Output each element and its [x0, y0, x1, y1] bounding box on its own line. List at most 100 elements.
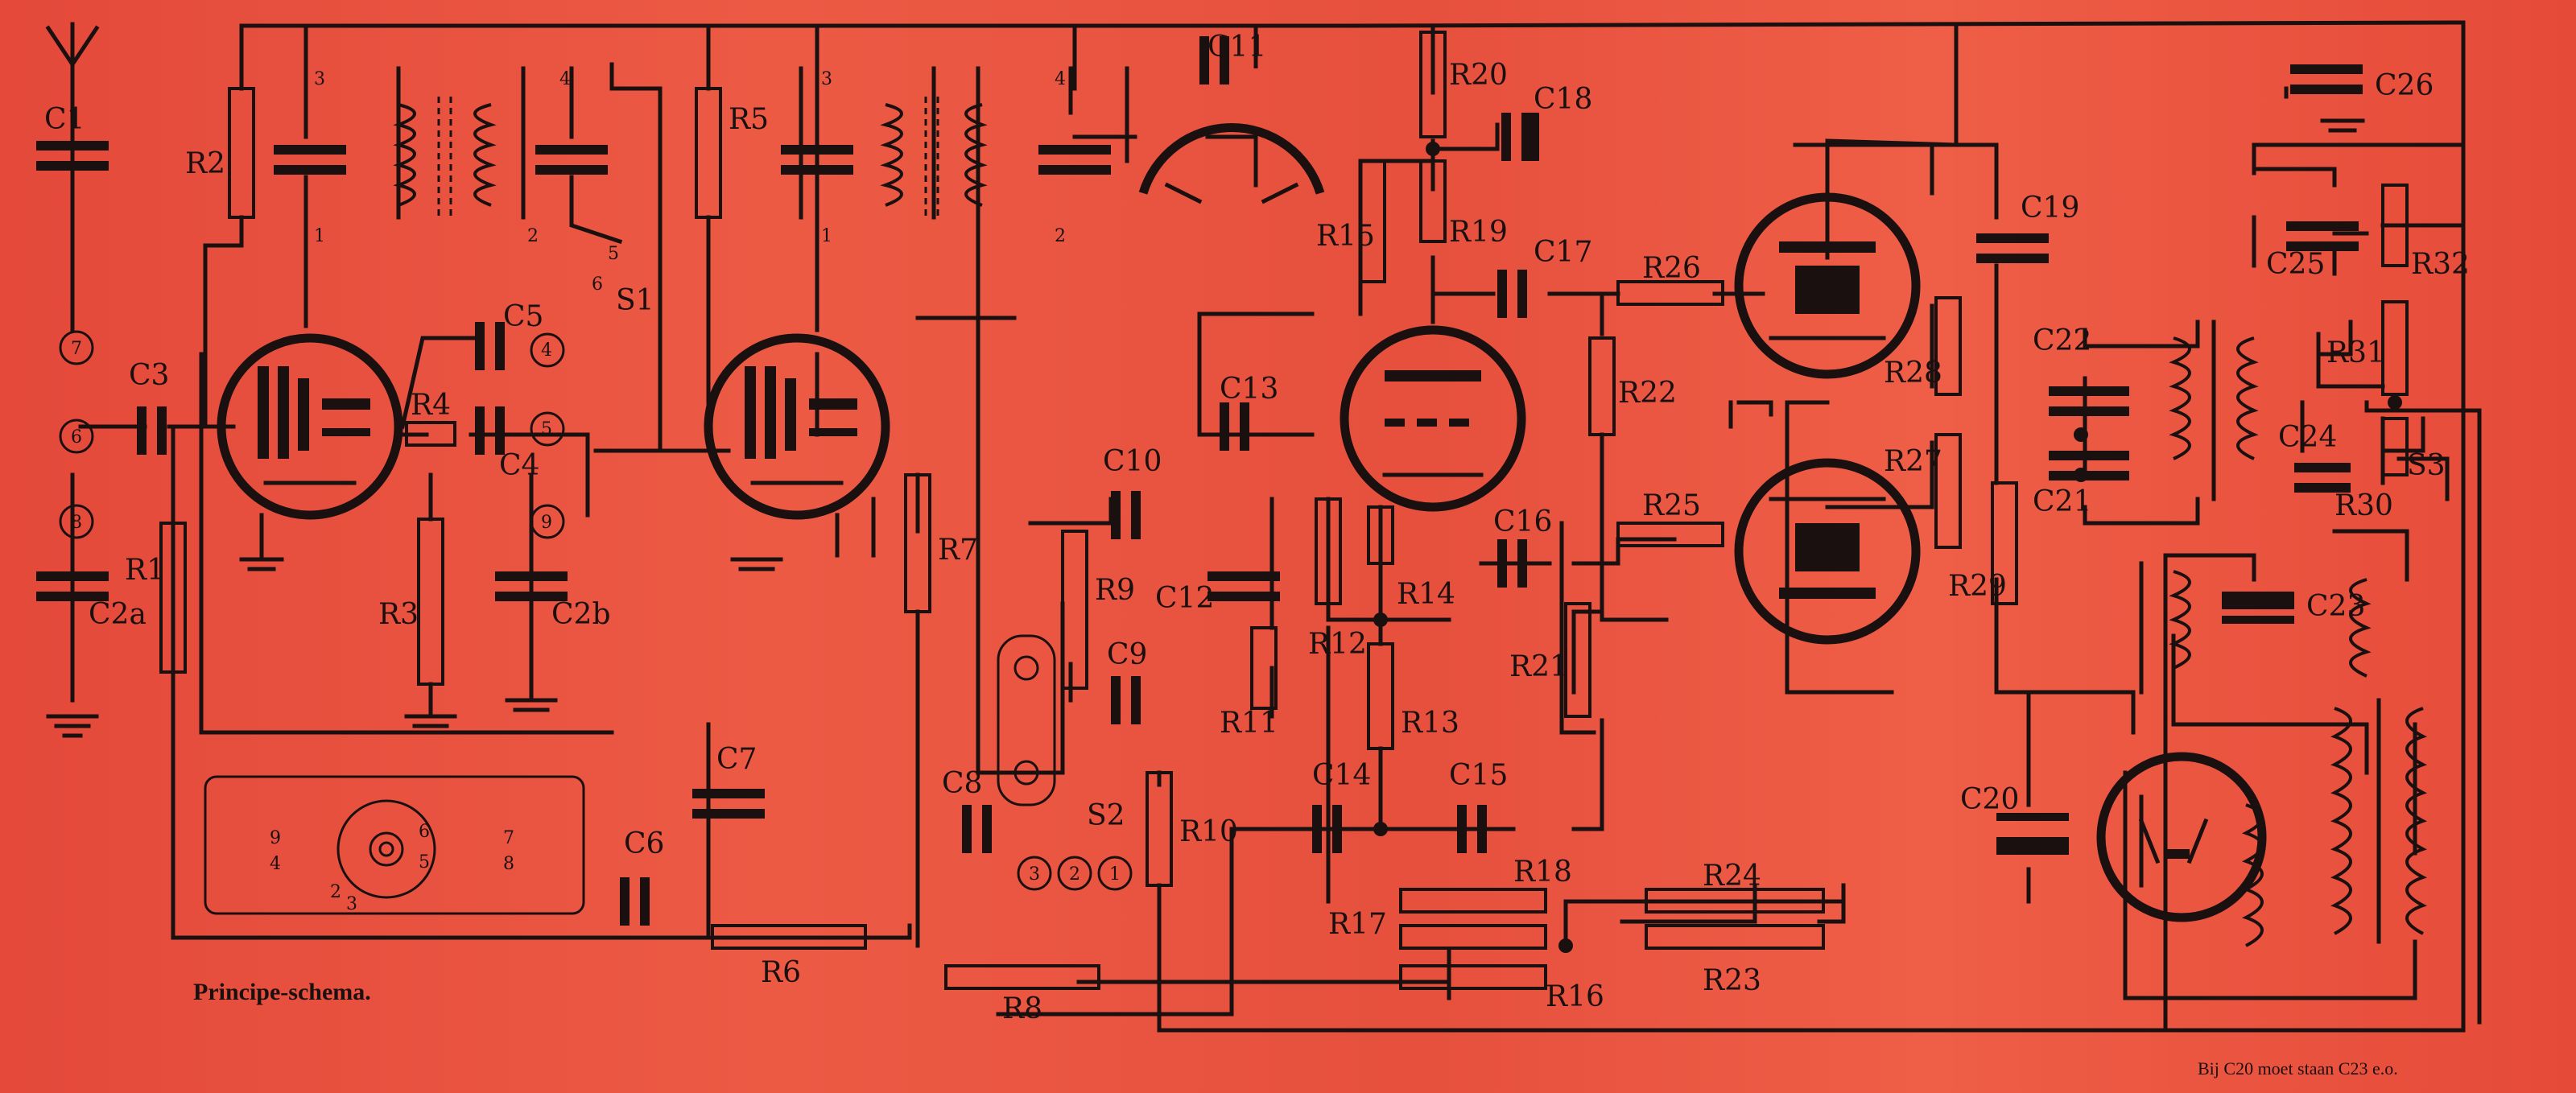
label-c26: C26 — [2375, 69, 2434, 102]
label-r15: R15 — [1316, 220, 1375, 253]
terminal-7: 7 — [71, 339, 82, 359]
tr1-pin-1: 1 — [314, 226, 325, 246]
label-r30: R30 — [2334, 489, 2393, 522]
label-c23: C23 — [2306, 590, 2365, 623]
label-c7: C7 — [716, 743, 757, 776]
wiring — [70, 20, 2482, 1033]
label-c17: C17 — [1534, 236, 1592, 269]
resistor-labels: R1 R2 R3 R4 R5 R6 R7 R8 R9 R10 R11 R12 R… — [125, 59, 2470, 1025]
terminal-4: 4 — [541, 340, 552, 361]
label-r25: R25 — [1642, 489, 1701, 522]
label-c2a: C2a — [89, 598, 147, 631]
socket-pin-2: 2 — [330, 882, 341, 902]
label-r8: R8 — [1002, 992, 1042, 1025]
tube-v2 — [704, 333, 890, 520]
label-c24: C24 — [2278, 421, 2337, 454]
s1-contact-5: 5 — [608, 244, 619, 264]
antenna-icon — [45, 22, 100, 68]
schematic-caption: Principe-schema. — [193, 979, 371, 1005]
tr2-pin-4: 4 — [1055, 69, 1066, 89]
output-transformer — [2169, 320, 2259, 501]
label-r13: R13 — [1401, 707, 1459, 740]
label-c18: C18 — [1534, 83, 1592, 116]
label-c13: C13 — [1220, 373, 1278, 406]
label-c4: C4 — [499, 449, 539, 482]
label-c3: C3 — [129, 359, 169, 392]
terminal-8: 8 — [71, 513, 82, 533]
label-c15: C15 — [1449, 759, 1508, 792]
label-r18: R18 — [1513, 856, 1572, 889]
label-r12: R12 — [1308, 628, 1367, 661]
socket-pin-7: 7 — [503, 828, 514, 848]
socket-pin-5: 5 — [419, 852, 430, 872]
label-r19: R19 — [1449, 216, 1508, 249]
socket-pin-8: 8 — [503, 854, 514, 874]
label-r17: R17 — [1328, 908, 1387, 941]
label-r20: R20 — [1449, 59, 1508, 92]
socket-pin-9: 9 — [270, 828, 281, 848]
label-r26: R26 — [1642, 252, 1701, 285]
tr1-pin-3: 3 — [314, 69, 325, 89]
socket-pin-3: 3 — [346, 894, 357, 914]
neon-lamp — [997, 634, 1056, 806]
label-c6: C6 — [624, 827, 664, 860]
s1-contact-6: 6 — [592, 274, 603, 295]
label-c12: C12 — [1155, 582, 1214, 615]
capacitor-symbols — [36, 36, 2363, 926]
label-r5: R5 — [729, 103, 769, 136]
tuning-indicator — [1138, 123, 1325, 204]
label-r29: R29 — [1948, 570, 2007, 603]
label-r1: R1 — [125, 554, 165, 587]
tube-v5 — [1734, 458, 1921, 645]
resistor-bodies — [159, 31, 2409, 990]
if-transformer-2 — [880, 97, 988, 217]
power-transformer — [2242, 698, 2427, 947]
terminal-circles — [59, 330, 1133, 891]
label-s1: S1 — [616, 284, 654, 317]
label-r28: R28 — [1884, 357, 1942, 390]
tr1-pin-4: 4 — [559, 69, 571, 89]
tube-v1 — [217, 333, 403, 520]
label-c19: C19 — [2021, 192, 2079, 225]
label-c22: C22 — [2033, 324, 2091, 357]
tr2-pin-1: 1 — [821, 226, 832, 246]
label-r7: R7 — [938, 534, 978, 567]
socket-pin-labels: 9 4 7 8 2 3 6 5 — [270, 822, 514, 914]
label-r3: R3 — [378, 598, 419, 631]
label-c1: C1 — [44, 103, 85, 136]
label-c8: C8 — [942, 767, 982, 800]
label-r21: R21 — [1509, 650, 1568, 683]
label-r27: R27 — [1884, 445, 1942, 478]
label-r6: R6 — [761, 956, 801, 989]
label-c5: C5 — [503, 300, 543, 333]
label-s3: S3 — [2407, 449, 2446, 482]
label-s2: S2 — [1087, 799, 1125, 832]
terminal-2: 2 — [1069, 864, 1080, 885]
label-c9: C9 — [1107, 638, 1147, 671]
terminal-labels: 1 2 3 4 5 6 7 8 9 — [71, 339, 1121, 885]
label-c20: C20 — [1960, 783, 2019, 816]
switch-labels: S1 S2 S3 — [616, 284, 2446, 832]
label-r9: R9 — [1095, 574, 1135, 607]
label-r23: R23 — [1703, 964, 1761, 997]
socket-pin-4: 4 — [270, 854, 281, 874]
capacitor-labels: C1 C2a C2b C3 C4 C5 C6 C7 C8 C9 C10 C11 … — [44, 31, 2434, 860]
label-c14: C14 — [1312, 759, 1371, 792]
tube-v4 — [1734, 192, 1921, 379]
transformer-pin-labels: 1 2 3 4 1 2 3 4 5 6 — [314, 69, 1066, 295]
socket-pin-6: 6 — [419, 822, 430, 842]
tube-socket — [204, 775, 585, 915]
label-c25: C25 — [2266, 248, 2325, 281]
terminal-1: 1 — [1109, 864, 1121, 885]
tr1-pin-2: 2 — [527, 226, 539, 246]
rectifier-tube — [2096, 752, 2267, 922]
filter-choke — [2139, 561, 2372, 695]
if-transformer-1 — [393, 97, 497, 217]
label-r32: R32 — [2411, 248, 2470, 281]
label-r2: R2 — [185, 147, 225, 180]
terminal-3: 3 — [1029, 864, 1040, 885]
label-r4: R4 — [411, 389, 451, 422]
terminal-5: 5 — [541, 419, 552, 439]
